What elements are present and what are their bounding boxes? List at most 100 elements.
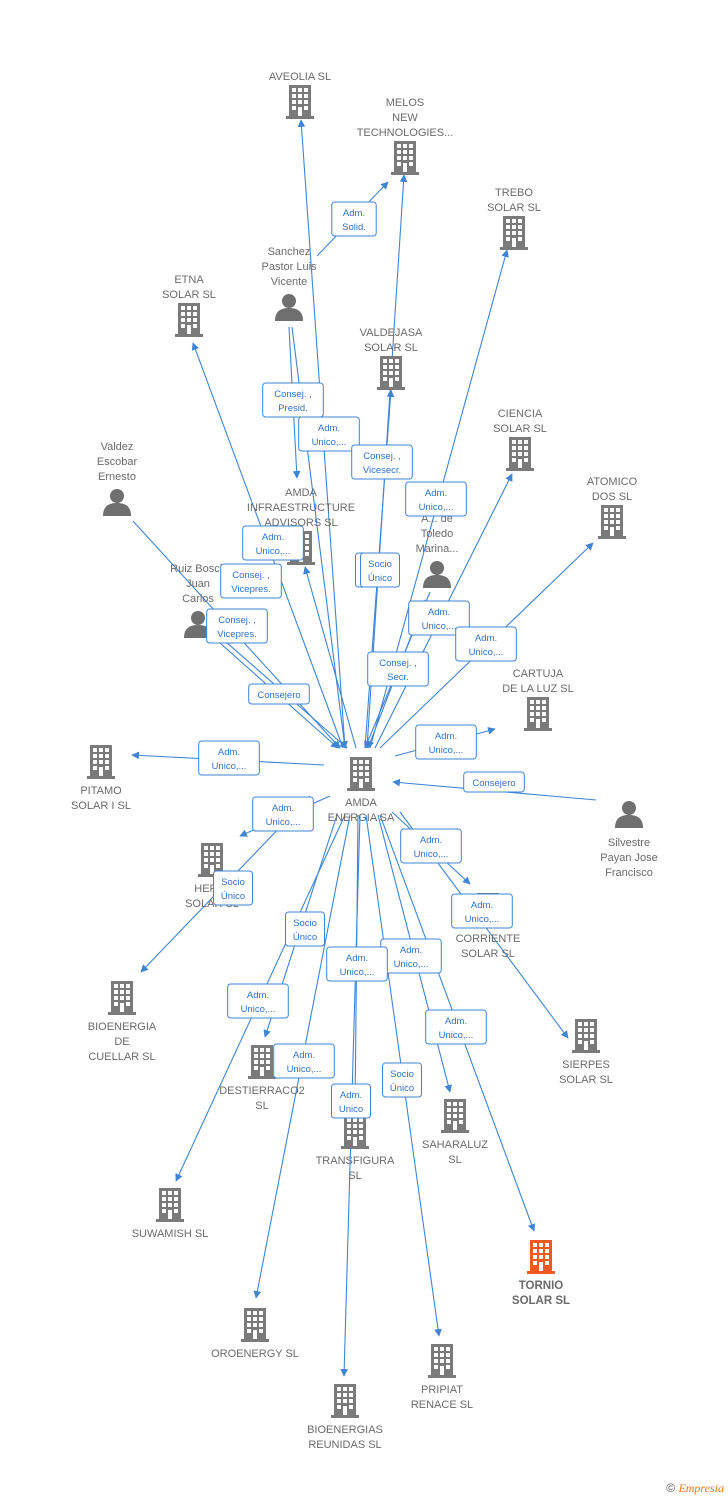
node-label: CUELLAR SL — [88, 1051, 155, 1063]
node-label: Ruiz Bosch — [170, 563, 226, 575]
relation-label-sanchez-amda[interactable]: Adm.Unico,... — [298, 416, 360, 452]
node-melos[interactable]: MELOSNEWTECHNOLOGIES... — [357, 97, 454, 175]
relation-label-amda-atomico[interactable]: Adm.Unico,... — [455, 626, 517, 662]
node-label: BIOENERGIAS — [307, 1424, 383, 1436]
relation-label-text: Unico,... — [312, 437, 347, 448]
relation-label-amda-ciencia[interactable]: Adm.Unico,... — [408, 600, 470, 636]
node-label: Juan — [186, 578, 210, 590]
building-icon — [331, 1384, 359, 1418]
relation-label-box — [408, 600, 470, 636]
relation-label-amda-heri[interactable]: Adm.Unico,... — [252, 796, 314, 832]
node-label: ENERGIA SA — [328, 812, 395, 824]
relation-label-amda-sierpes[interactable]: Adm.Unico,... — [451, 893, 513, 929]
relation-label-text: Adm. — [400, 945, 422, 956]
relation-label-toledo-amda[interactable]: Consej. ,Secr. — [367, 651, 429, 687]
person-icon — [615, 801, 643, 828]
node-label: Ernesto — [98, 471, 136, 483]
node-label: SOLAR SL — [364, 342, 418, 354]
relation-label-amda-suwamish[interactable]: Adm.Unico,... — [227, 983, 289, 1019]
building-icon — [341, 1115, 369, 1149]
relation-label-amda-oroenergy[interactable]: Adm.Unico,... — [273, 1043, 335, 1079]
building-icon — [428, 1344, 456, 1378]
node-label: DE — [114, 1036, 129, 1048]
relation-label-text: Consej. , — [218, 615, 256, 626]
relation-label-amda-etna[interactable]: Adm.Unico,... — [242, 525, 304, 561]
relation-label-valdez-amda[interactable]: Consej. ,Vicepres. — [220, 563, 282, 599]
relation-label-amda-trebo[interactable]: Adm.Unico,... — [405, 481, 467, 517]
relation-label-amda-corriente[interactable]: Adm.Unico,... — [400, 828, 462, 864]
node-bioenergia[interactable]: BIOENERGIA DE CUELLAR SL — [88, 981, 157, 1063]
building-icon — [175, 303, 203, 337]
relation-label-sanchez-melos[interactable]: Adm.Solid. — [331, 201, 377, 237]
node-label: BIOENERGIA — [88, 1021, 157, 1033]
relation-label-text: Adm. — [247, 990, 269, 1001]
building-icon — [156, 1188, 184, 1222]
building-icon — [347, 757, 375, 791]
node-label: MELOS — [386, 97, 425, 109]
relation-label-amda-pitamo[interactable]: Adm.Unico,... — [198, 740, 260, 776]
relation-label-ruiz-amda[interactable]: Consej. ,Vicepres. — [206, 608, 268, 644]
node-label: Silvestre — [608, 837, 650, 849]
relation-label-text: Unico,... — [469, 647, 504, 658]
building-icon — [286, 85, 314, 119]
node-toledo[interactable]: A... deToledoMarina... — [416, 513, 459, 588]
node-label: VALDEJASA — [360, 327, 423, 339]
node-label: SOLAR SL — [461, 948, 515, 960]
relation-label-amda-saharaluz[interactable]: Adm.Unico,... — [380, 938, 442, 974]
copyright-icon: © — [666, 1481, 676, 1495]
relation-label-silvestre-amda[interactable]: Consejero — [463, 771, 525, 793]
node-aveolia[interactable]: AVEOLIA SL — [269, 71, 331, 119]
relation-label-sanchez-amdainfra[interactable]: Consej. ,Presid. — [262, 382, 324, 418]
relation-label-text: Adm. — [425, 488, 447, 499]
relation-label-text: Consej. , — [363, 451, 401, 462]
node-oroenergy[interactable]: OROENERGY SL — [211, 1308, 299, 1360]
relation-label-box — [415, 724, 477, 760]
building-icon — [441, 1099, 469, 1133]
building-icon — [527, 1240, 555, 1274]
relation-label-amda-tornio[interactable]: Adm.Unico,... — [425, 1009, 487, 1045]
relation-label-box — [326, 946, 388, 982]
relation-label-box — [298, 416, 360, 452]
relation-label-amda-cartuja[interactable]: Adm.Unico,... — [415, 724, 477, 760]
relation-label-ruiz-amda[interactable]: Consejero — [248, 683, 310, 705]
relation-label-box — [206, 608, 268, 644]
node-label: SL — [255, 1100, 268, 1112]
relation-label-box — [360, 552, 400, 588]
node-label: Escobar — [97, 456, 138, 468]
relation-labels-layer: Adm.Solid.Consej. ,Presid.Adm.Unico,...A… — [198, 201, 525, 1119]
relation-label-text: Único — [368, 573, 392, 584]
relation-label-amda-bioreunidas[interactable]: Adm.Unico,... — [326, 946, 388, 982]
relation-label-text: Adm. — [471, 900, 493, 911]
node-valdejasa[interactable]: VALDEJASA SOLAR SL — [360, 327, 423, 390]
relation-label-text: Unico,... — [429, 745, 464, 756]
node-label: AMDA — [285, 487, 317, 499]
relation-label-amda-transfigura[interactable]: Adm.Unico — [331, 1083, 371, 1119]
node-suwamish[interactable]: SUWAMISH SL — [132, 1188, 209, 1240]
relation-label-text: Consej. , — [232, 570, 270, 581]
relation-label-amda-valdejasa[interactable]: Consej. ,Vicesecr. — [351, 444, 413, 480]
